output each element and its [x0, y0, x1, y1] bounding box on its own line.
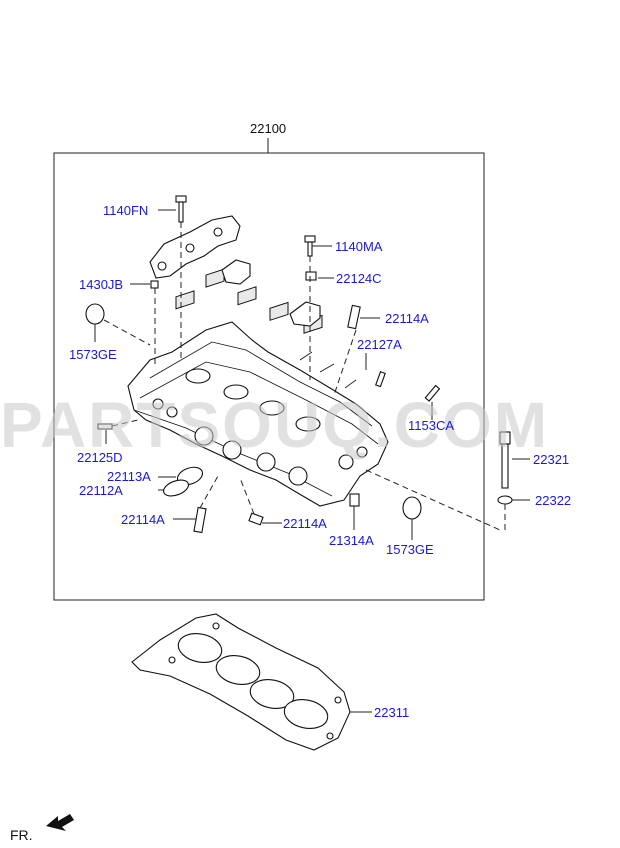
head-bolt-22321	[499, 431, 511, 489]
stud-22127a	[375, 371, 386, 388]
tube-22114a-top	[347, 304, 361, 330]
label-1573ge-left[interactable]: 1573GE	[69, 347, 117, 362]
head-gasket	[131, 613, 351, 751]
label-22125d[interactable]: 22125D	[77, 450, 123, 465]
label-22114a-left[interactable]: 22114A	[121, 512, 165, 527]
leader-lines	[94, 209, 530, 713]
plug-1573ge-right	[402, 496, 422, 520]
cylinder-head	[127, 268, 389, 507]
label-22127a[interactable]: 22127A	[357, 337, 402, 352]
tube-22114a-left	[193, 506, 207, 534]
seal-22124c	[305, 271, 317, 281]
assembly-label[interactable]: 22100	[250, 121, 286, 136]
stud-1153ca	[424, 384, 441, 402]
label-1430jb[interactable]: 1430JB	[79, 277, 123, 292]
assembly-frame	[53, 152, 485, 601]
bolt-1140fn	[175, 195, 187, 223]
plug-21314a	[349, 493, 360, 507]
label-22112a[interactable]: 22112A	[79, 483, 123, 498]
pin-22125d	[97, 423, 113, 430]
bearing-cap	[149, 215, 241, 279]
label-22321[interactable]: 22321	[533, 452, 569, 467]
cam-cap-b	[289, 301, 321, 327]
label-1140fn[interactable]: 1140FN	[103, 203, 148, 218]
label-22322[interactable]: 22322	[535, 493, 571, 508]
label-1140ma[interactable]: 1140MA	[335, 239, 383, 254]
label-22114a-top[interactable]: 22114A	[385, 311, 429, 326]
front-direction-arrow-icon	[46, 814, 74, 831]
label-21314a[interactable]: 21314A	[329, 533, 374, 548]
label-22113a[interactable]: 22113A	[107, 469, 151, 484]
dowel-1430jb	[150, 280, 159, 289]
label-22124c[interactable]: 22124C	[336, 271, 382, 286]
label-22114a-mid[interactable]: 22114A	[283, 516, 327, 531]
tube-22114a-mid	[248, 512, 264, 526]
watermark: PARTSOUQ.COM	[0, 389, 549, 461]
plug-1573ge-left	[85, 303, 105, 325]
ring-22112a	[163, 479, 189, 497]
orientation-label: FR.	[10, 827, 33, 843]
washer-22322	[497, 495, 513, 505]
label-1573ge-right[interactable]: 1573GE	[386, 542, 434, 557]
label-1153ca[interactable]: 1153CA	[408, 418, 454, 433]
label-22311[interactable]: 22311	[374, 705, 409, 720]
cam-cap-a	[221, 259, 251, 285]
